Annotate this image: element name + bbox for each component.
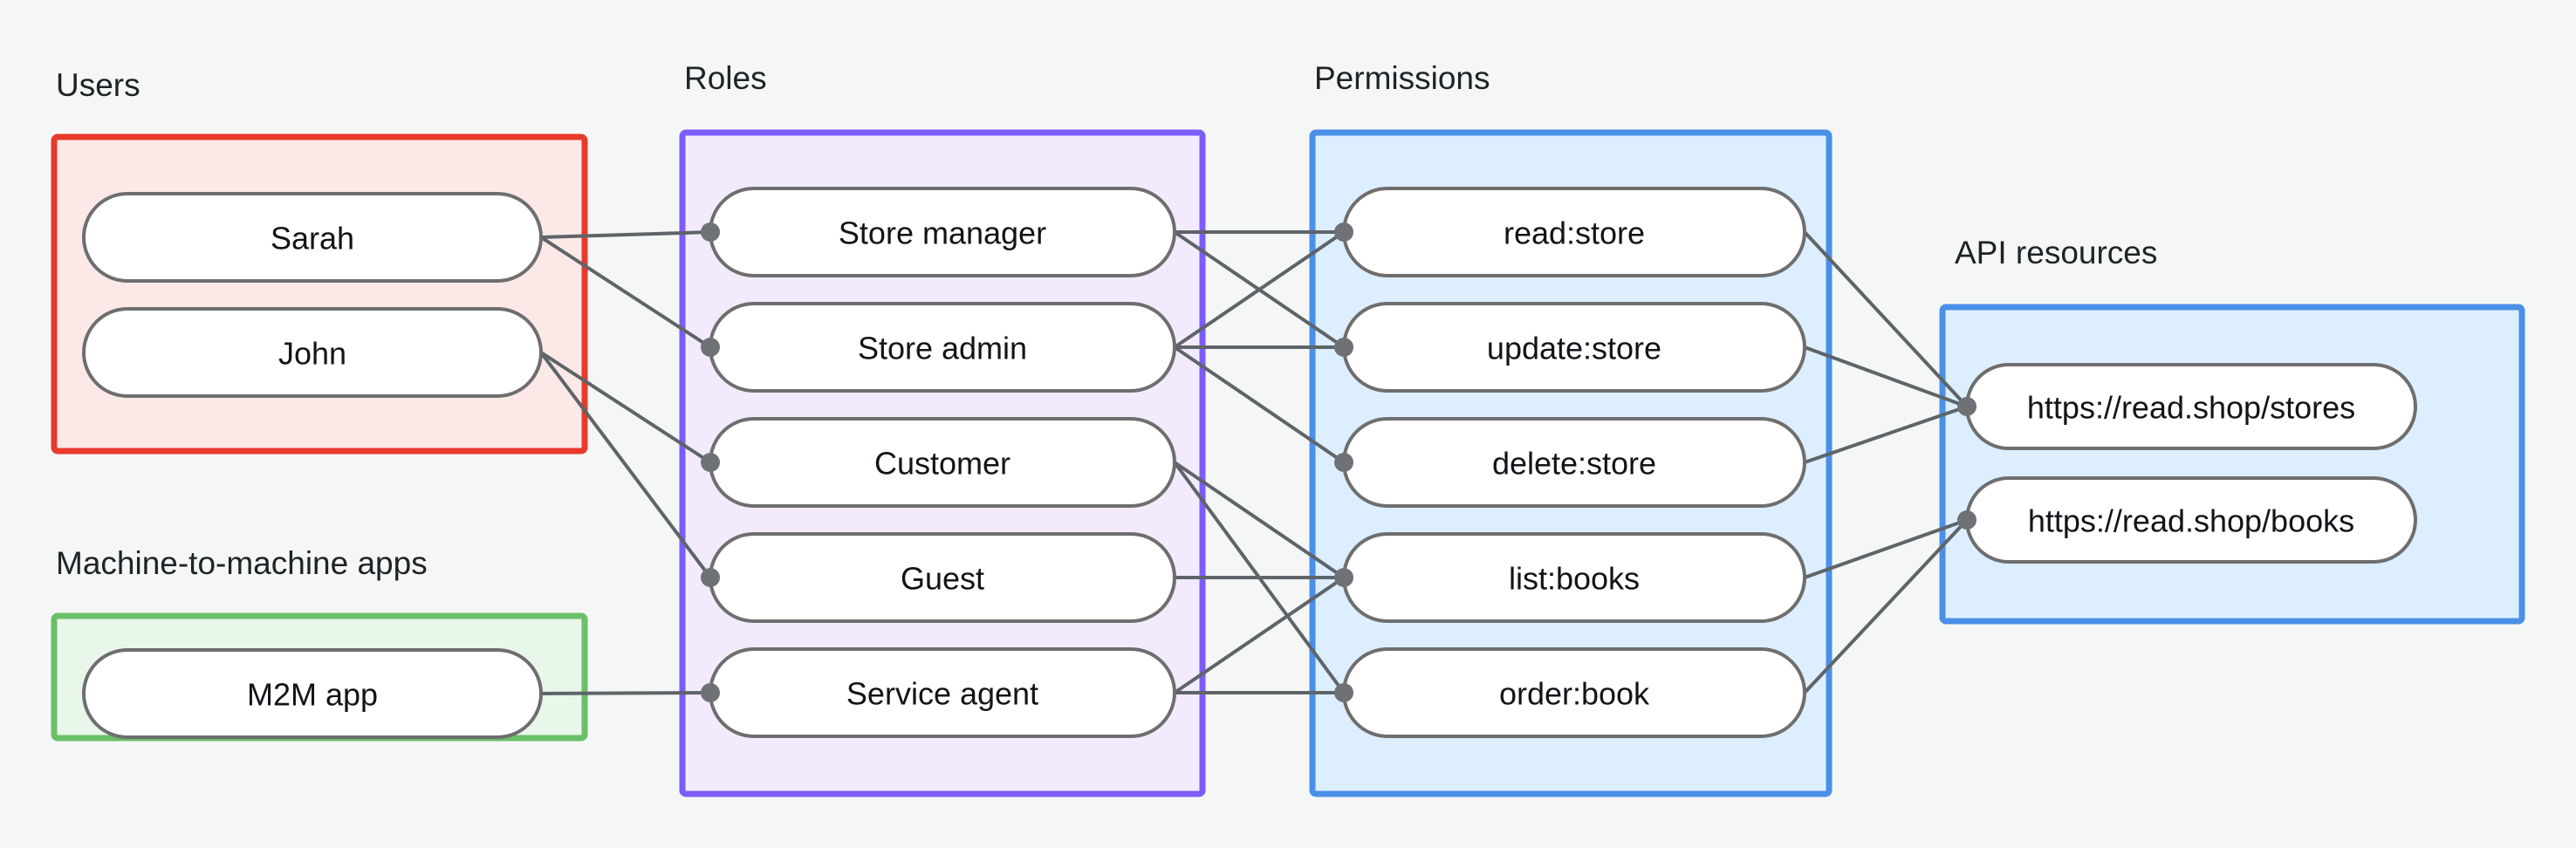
edge-readstore-to-apistores: [1803, 230, 1969, 408]
edge-sarah-to-storemgr: [540, 230, 711, 239]
node-listbooks[interactable]: list:books: [1342, 532, 1806, 623]
edge-john-to-guest: [539, 351, 712, 579]
node-label-m2mapp: M2M app: [247, 677, 378, 713]
node-john[interactable]: John: [82, 307, 543, 398]
node-customer[interactable]: Customer: [709, 417, 1176, 508]
node-label-john: John: [278, 336, 346, 372]
node-delstore[interactable]: delete:store: [1342, 417, 1806, 508]
node-readstore[interactable]: read:store: [1342, 187, 1806, 277]
node-label-svcagent: Service agent: [846, 676, 1038, 712]
node-updstore[interactable]: update:store: [1342, 302, 1806, 393]
node-label-updstore: update:store: [1487, 331, 1661, 366]
edge-endpoint-dot-delstore-left: [1334, 453, 1353, 472]
edge-endpoint-dot-guest-left: [701, 568, 720, 587]
node-label-readstore: read:store: [1504, 215, 1645, 251]
node-orderbook[interactable]: order:book: [1342, 647, 1806, 738]
edge-m2mapp-to-svcagent: [540, 691, 711, 695]
node-m2mapp[interactable]: M2M app: [82, 648, 543, 739]
edge-endpoint-dot-listbooks-left: [1334, 568, 1353, 587]
edge-listbooks-to-apibooks: [1804, 518, 1968, 579]
edge-endpoint-dot-storeadmin-left: [701, 338, 720, 357]
node-label-storemgr: Store manager: [839, 215, 1046, 251]
edge-endpoint-dot-storemgr-left: [701, 222, 720, 242]
node-svcagent[interactable]: Service agent: [709, 647, 1176, 738]
edge-endpoint-dot-orderbook-left: [1334, 683, 1353, 702]
edge-endpoint-dot-readstore-left: [1334, 222, 1353, 242]
node-apistores[interactable]: https://read.shop/stores: [1965, 363, 2417, 450]
group-label-users: Users: [56, 67, 140, 103]
node-pill-m2mapp: [82, 648, 543, 739]
edge-sarah-to-storeadmin: [539, 236, 712, 349]
node-label-sarah: Sarah: [271, 221, 354, 256]
node-apibooks[interactable]: https://read.shop/books: [1965, 476, 2417, 564]
group-label-permissions: Permissions: [1314, 60, 1490, 96]
edge-storeadmin-to-readstore: [1173, 230, 1346, 349]
edge-storeadmin-to-delstore: [1173, 345, 1346, 464]
edge-endpoint-dot-apistores-left: [1957, 397, 1977, 416]
node-label-delstore: delete:store: [1492, 446, 1656, 482]
node-label-storeadmin: Store admin: [858, 331, 1027, 366]
node-label-customer: Customer: [874, 446, 1011, 482]
group-container-users: [51, 133, 588, 455]
node-label-apistores: https://read.shop/stores: [2027, 390, 2355, 426]
node-sarah[interactable]: Sarah: [82, 192, 543, 283]
edge-endpoint-dot-apibooks-left: [1957, 510, 1977, 530]
edge-customer-to-listbooks: [1173, 461, 1346, 579]
node-pill-sarah: [82, 192, 543, 283]
group-label-m2m: Machine-to-machine apps: [56, 545, 428, 581]
edge-delstore-to-apistores: [1804, 405, 1968, 464]
node-label-guest: Guest: [901, 561, 984, 597]
edge-endpoint-dot-svcagent-left: [701, 683, 720, 702]
node-guest[interactable]: Guest: [709, 532, 1176, 623]
node-label-orderbook: order:book: [1499, 676, 1650, 712]
group-label-roles: Roles: [684, 60, 767, 96]
edges-layer: [539, 230, 1969, 695]
node-label-listbooks: list:books: [1509, 561, 1640, 597]
node-storemgr[interactable]: Store manager: [709, 187, 1176, 277]
edge-john-to-customer: [539, 351, 712, 464]
node-pill-john: [82, 307, 543, 398]
edge-orderbook-to-apibooks: [1803, 518, 1969, 694]
node-label-apibooks: https://read.shop/books: [2028, 503, 2354, 539]
node-storeadmin[interactable]: Store admin: [709, 302, 1176, 393]
group-label-api: API resources: [1955, 235, 2157, 270]
edge-svcagent-to-listbooks: [1173, 576, 1346, 694]
edge-updstore-to-apistores: [1804, 345, 1968, 408]
edge-endpoint-dot-customer-left: [701, 453, 720, 472]
edge-endpoint-dot-updstore-left: [1334, 338, 1353, 357]
group-container-api: [1939, 304, 2525, 625]
